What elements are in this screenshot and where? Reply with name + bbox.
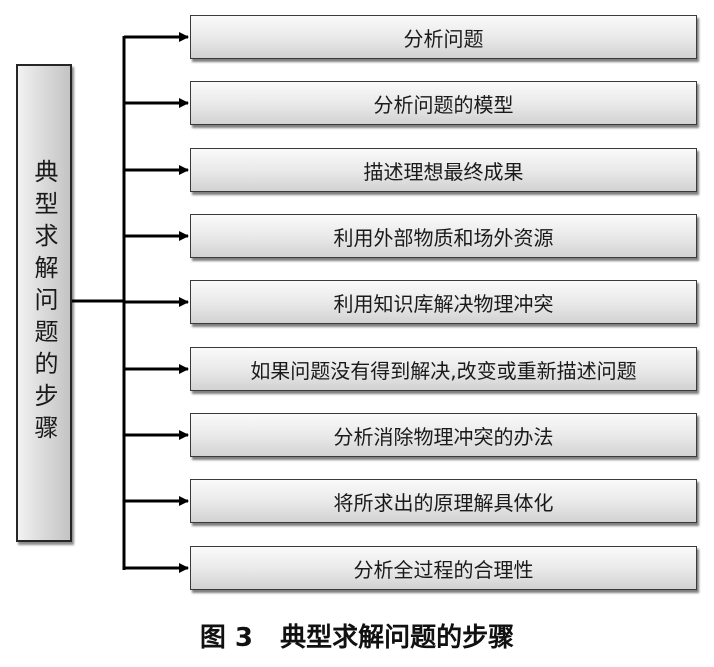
root-label: 典型求解问题的步骤 [30,159,58,447]
step-label-7: 分析消除物理冲突的办法 [333,424,554,449]
step-box-9: 分析全过程的合理性 [190,546,697,590]
figure-caption: 图 3 典型求解问题的步骤 [0,617,714,654]
step-box-3: 描述理想最终成果 [190,148,697,192]
step-label-6: 如果问题没有得到解决,改变或重新描述问题 [250,358,637,383]
step-label-4: 利用外部物质和场外资源 [333,225,554,250]
step-box-6: 如果问题没有得到解决,改变或重新描述问题 [190,347,697,391]
step-box-4: 利用外部物质和场外资源 [190,214,697,258]
step-box-7: 分析消除物理冲突的办法 [190,413,697,457]
step-box-2: 分析问题的模型 [190,81,697,125]
step-label-8: 将所求出的原理解具体化 [333,490,554,515]
connector-lines [72,32,189,573]
step-box-5: 利用知识库解决物理冲突 [190,280,697,324]
step-label-5: 利用知识库解决物理冲突 [333,291,554,316]
step-box-1: 分析问题 [190,15,697,59]
step-box-8: 将所求出的原理解具体化 [190,479,697,523]
figure-number: 图 3 [199,623,253,653]
flow-diagram: 典型求解问题的步骤 分析问题 分析问题的模型 描述理想最终成果 利用外部物质和场… [16,15,697,590]
caption-gap [253,623,280,653]
step-label-1: 分析问题 [403,26,484,51]
root-box: 典型求解问题的步骤 [16,64,72,542]
figure-title: 典型求解问题的步骤 [280,623,515,653]
step-label-2: 分析问题的模型 [373,92,514,117]
step-label-9: 分析全过程的合理性 [353,557,534,582]
step-label-3: 描述理想最终成果 [363,159,524,184]
